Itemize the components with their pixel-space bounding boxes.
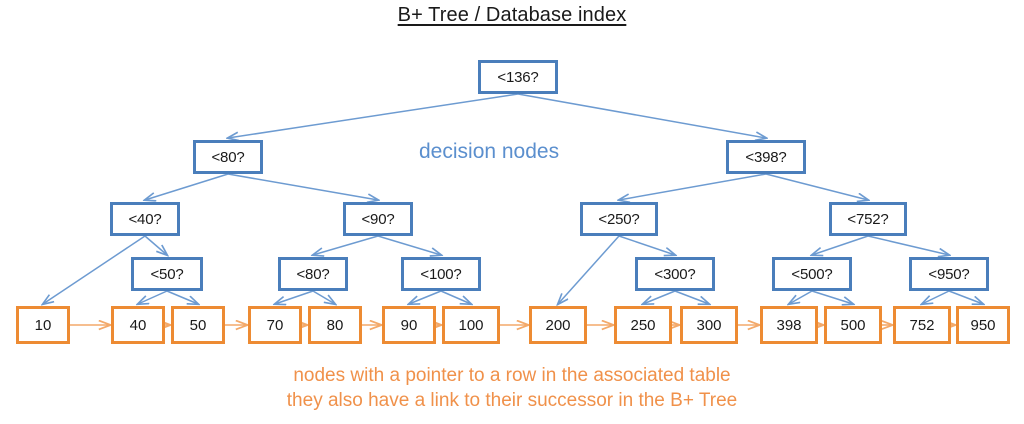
- leaf-node[interactable]: 10: [16, 306, 70, 344]
- decision-node[interactable]: <250?: [580, 202, 658, 236]
- decision-node[interactable]: <50?: [131, 257, 203, 291]
- tree-edge: [409, 290, 442, 304]
- tree-edge: [275, 290, 314, 304]
- tree-edge: [144, 235, 167, 255]
- leaf-node[interactable]: 250: [614, 306, 672, 344]
- caption-line-1: nodes with a pointer to a row in the ass…: [293, 365, 731, 386]
- leaf-node[interactable]: 398: [760, 306, 818, 344]
- tree-edge: [43, 235, 146, 304]
- decision-node[interactable]: <950?: [909, 257, 989, 291]
- tree-edge: [558, 235, 620, 304]
- tree-edge: [948, 290, 983, 304]
- tree-edge: [789, 290, 813, 304]
- decision-node[interactable]: <300?: [635, 257, 715, 291]
- tree-edge: [227, 173, 378, 200]
- decision-node[interactable]: <500?: [772, 257, 852, 291]
- leaf-node[interactable]: 500: [824, 306, 882, 344]
- tree-edge: [674, 290, 709, 304]
- tree-edge: [643, 290, 676, 304]
- decision-node[interactable]: <90?: [343, 202, 413, 236]
- tree-edge: [138, 290, 168, 304]
- page-title: B+ Tree / Database index: [397, 4, 627, 26]
- tree-edge: [440, 290, 471, 304]
- leaf-node[interactable]: 100: [442, 306, 500, 344]
- decision-nodes-annotation: decision nodes: [419, 140, 560, 163]
- leaf-node[interactable]: 950: [956, 306, 1010, 344]
- tree-edge: [922, 290, 950, 304]
- decision-node[interactable]: <80?: [278, 257, 348, 291]
- leaf-node[interactable]: 50: [171, 306, 225, 344]
- tree-edge: [619, 173, 767, 200]
- tree-edge: [812, 235, 869, 255]
- leaf-node[interactable]: 80: [308, 306, 362, 344]
- tree-edge: [765, 173, 868, 200]
- leaf-node[interactable]: 752: [893, 306, 951, 344]
- decision-node[interactable]: <136?: [478, 60, 558, 94]
- decision-node[interactable]: <100?: [401, 257, 481, 291]
- tree-edge: [867, 235, 949, 255]
- leaf-node[interactable]: 300: [680, 306, 738, 344]
- tree-edge: [313, 235, 379, 255]
- tree-edge: [166, 290, 198, 304]
- tree-edge: [811, 290, 853, 304]
- leaf-node[interactable]: 90: [382, 306, 436, 344]
- tree-edge: [377, 235, 441, 255]
- decision-node[interactable]: <752?: [829, 202, 907, 236]
- leaf-node[interactable]: 70: [248, 306, 302, 344]
- tree-edge: [228, 93, 519, 138]
- leaf-node[interactable]: 200: [529, 306, 587, 344]
- tree-edge: [618, 235, 675, 255]
- caption-line-2: they also have a link to their successor…: [286, 390, 738, 411]
- decision-node[interactable]: <398?: [726, 140, 806, 174]
- leaf-node[interactable]: 40: [111, 306, 165, 344]
- decision-node[interactable]: <40?: [110, 202, 180, 236]
- tree-edge: [145, 173, 229, 200]
- tree-edge: [517, 93, 766, 138]
- decision-node[interactable]: <80?: [193, 140, 263, 174]
- tree-edge: [312, 290, 335, 304]
